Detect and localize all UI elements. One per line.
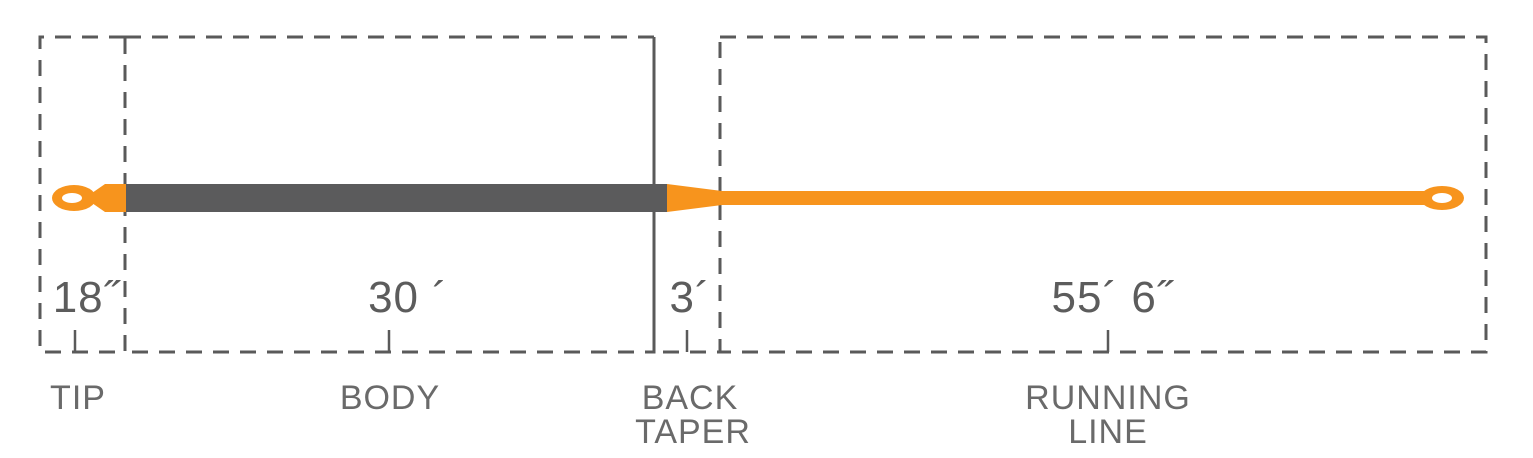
body-label: BODY [340, 379, 440, 417]
back-taper-label-line-2: TAPER [635, 413, 751, 451]
rear-loop-hole [1432, 193, 1452, 203]
tip-shape [92, 184, 126, 212]
running-line-frame [720, 35, 1488, 354]
running-line-measure: 55´ 6˝ [1052, 273, 1175, 322]
back-taper-measure: 3´ [669, 273, 710, 322]
fly-line [52, 184, 1464, 212]
running-line-label-line-2: LINE [1068, 413, 1148, 451]
measure-ticks [73, 330, 1110, 352]
measurements: 18˝ 30 ´ 3´ 55´ 6˝ [53, 273, 1175, 322]
running-line-shape [667, 184, 1430, 212]
tip-frame [38, 35, 127, 354]
segment-labels: TIP BODY BACK TAPER RUNNING LINE [50, 379, 1191, 451]
tip-label: TIP [50, 379, 106, 417]
tip-measure: 18˝ [53, 273, 122, 322]
running-line-label-line-1: RUNNING [1025, 379, 1191, 417]
front-loop-hole [62, 193, 82, 203]
body-shape [126, 184, 667, 212]
back-taper-label-line-1: BACK [642, 379, 739, 417]
body-measure: 30 ´ [368, 273, 448, 322]
